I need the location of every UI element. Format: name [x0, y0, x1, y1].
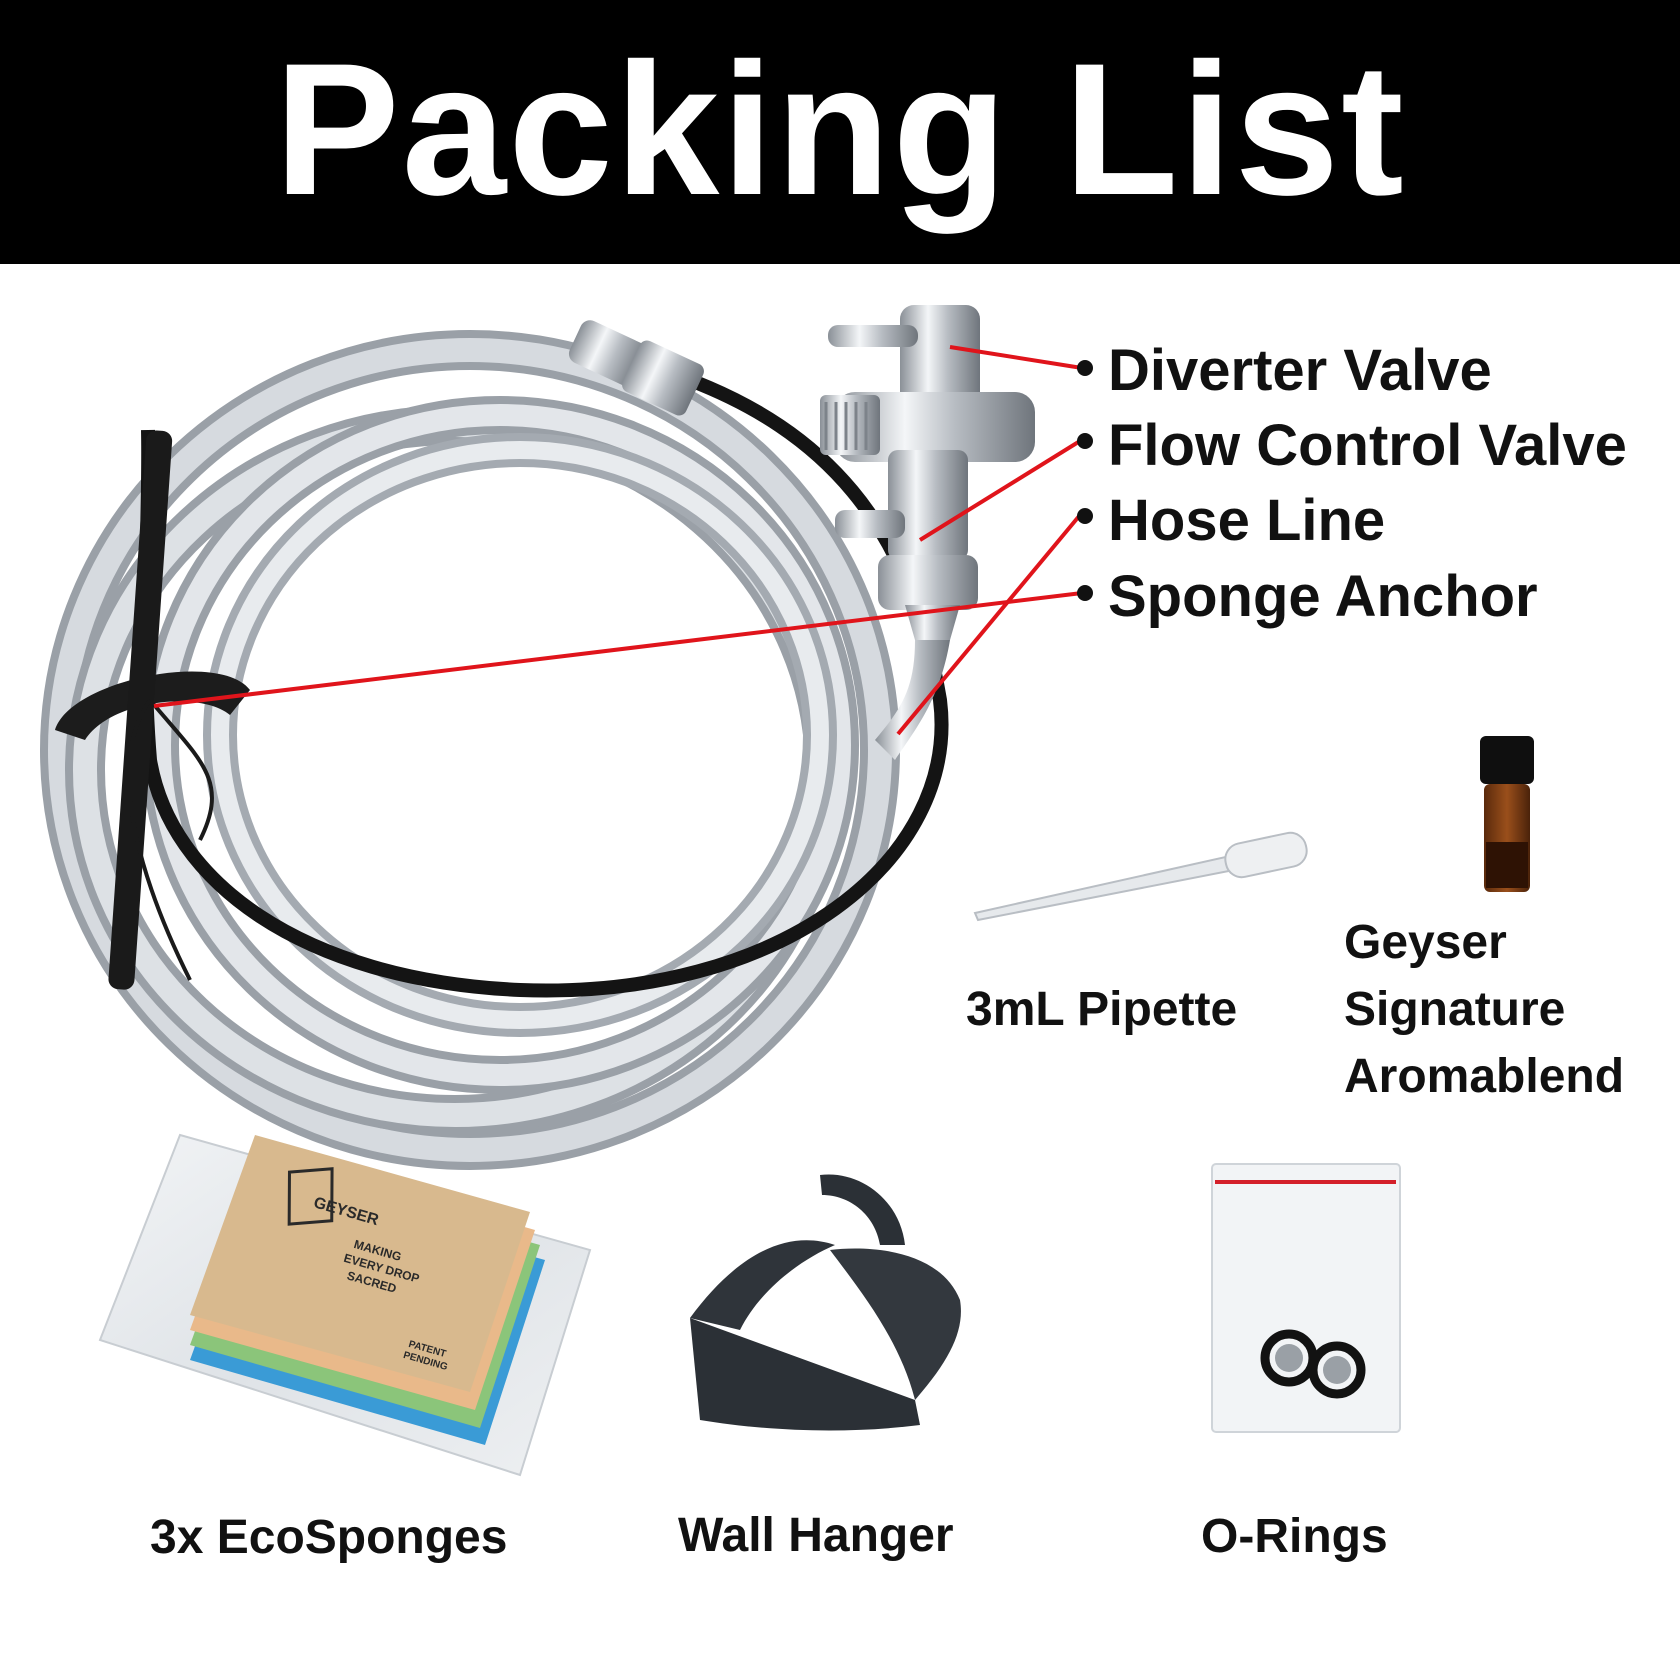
hose-connector — [568, 320, 704, 416]
bullet-flow — [1077, 433, 1093, 449]
label-wall-hanger: Wall Hanger — [678, 1509, 954, 1562]
product-photo: GEYSER MAKING EVERY DROP SACRED PATENT P… — [0, 264, 1680, 1680]
label-aromablend-line-2: Signature — [1344, 983, 1566, 1036]
callout-hose-line: Hose Line — [1108, 488, 1386, 553]
page-title: Packing List — [274, 24, 1406, 234]
product-illustration: GEYSER MAKING EVERY DROP SACRED PATENT P… — [40, 305, 1534, 1477]
callout-leaders — [153, 345, 1093, 736]
hose-line — [40, 330, 949, 1170]
bullet-hose — [1077, 508, 1093, 524]
bullet-diverter — [1077, 360, 1093, 376]
aromablend-vial — [1480, 736, 1534, 892]
o-rings-pack — [1211, 1163, 1401, 1433]
pipette — [973, 831, 1308, 922]
callout-diverter-valve: Diverter Valve — [1108, 338, 1492, 403]
label-aromablend-line-3: Aromablend — [1344, 1050, 1625, 1103]
diverter-valve — [820, 305, 1035, 462]
label-aromablend-line-1: Geyser — [1344, 916, 1507, 969]
ecosponges-pack: GEYSER MAKING EVERY DROP SACRED PATENT P… — [98, 1133, 592, 1477]
sponge-anchor — [55, 430, 250, 990]
label-aromablend: Geyser Signature Aromablend — [1344, 909, 1624, 1110]
bullet-anchor — [1077, 585, 1093, 601]
label-ecosponges: 3x EcoSponges — [150, 1511, 508, 1564]
label-o-rings: O-Rings — [1201, 1510, 1388, 1563]
flow-control-valve — [835, 450, 978, 760]
label-pipette: 3mL Pipette — [966, 983, 1238, 1036]
header-banner: Packing List — [0, 0, 1680, 264]
callout-sponge-anchor: Sponge Anchor — [1108, 564, 1538, 629]
wall-hanger — [690, 1174, 961, 1431]
callout-flow-control-valve: Flow Control Valve — [1108, 413, 1627, 478]
